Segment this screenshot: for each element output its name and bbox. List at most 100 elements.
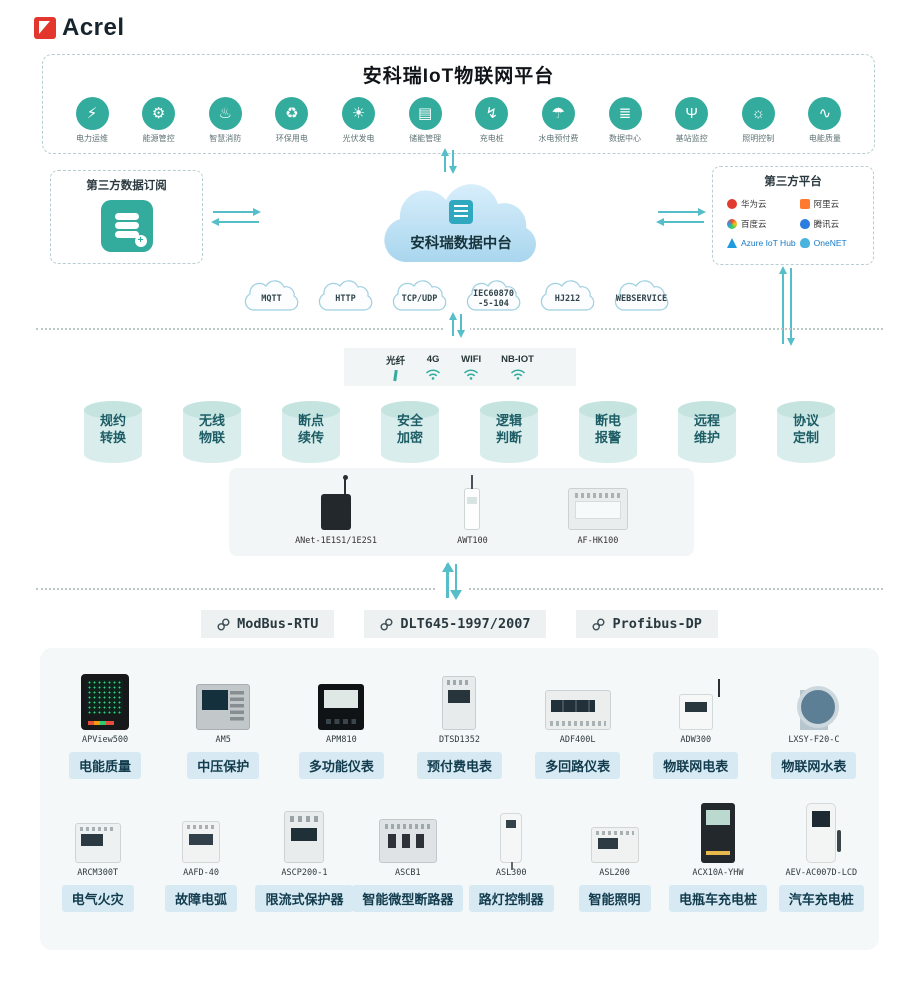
device-category-label: 中压保护 [187,752,260,779]
icon-glyph: ↯ [485,105,499,122]
devices-row-1: APView500 电能质量 AM5 中压保护 APM810 多功能仪表 DTS… [46,666,873,779]
bidirectional-arrow-icon [656,203,706,231]
feature-line1: 无线 [198,413,225,428]
feature-line2: 报警 [594,429,621,445]
arcm300t-image [74,823,121,863]
platform-app-energy-control: ⚙ 能源管控 [128,97,190,144]
device-aafd40: AAFD-40 故障电弧 [152,799,250,912]
device-ascb1: ASCB1 智能微型断路器 [352,799,464,912]
bus-protocol-label: Profibus-DP [612,616,702,632]
vendor-label: Azure IoT Hub [741,238,796,248]
dtsd1352-image [442,676,477,730]
device-am5: AM5 中压保护 [169,666,277,779]
vendor-label: 腾讯云 [813,219,840,229]
protocol-label: TCP/UDP [401,293,438,304]
cloud-outline-icon [318,280,373,311]
anet-device-image [321,475,351,530]
network-label: WIFI [461,354,482,365]
device-category-label: 电能质量 [69,752,142,779]
bus-protocols-row: ModBus-RTU DLT645-1997/2007 Profibus-DP [0,610,919,638]
device-category-label: 汽车充电桩 [778,885,864,912]
acx10a-image [700,803,735,863]
device-model: APView500 [82,735,129,745]
gateway-anet: ANet-1E1S1/1E2S1 [295,475,377,546]
data-platform-label: 安科瑞数据中台 [410,236,512,252]
vendor-ali-cloud: 阿里云 [799,198,863,210]
data-middle-platform-cloud: 安科瑞数据中台 [366,170,556,278]
gateway-devices-box: ANet-1E1S1/1E2S1 AWT100 AF-HK100 [229,468,694,556]
feature-line1: 规约 [99,413,126,428]
device-category-label: 多回路仪表 [535,752,621,779]
platform-app-charging: ↯ 充电桩 [461,97,523,144]
device-asl200: ASL200 智能照明 [566,799,664,912]
device-category-label: 预付费电表 [416,752,502,779]
protocol-clouds-row: MQTT HTTP TCP/UDP IEC60870-5-104 HJ212 W… [238,274,675,318]
feature-line2: 判断 [495,429,522,445]
wifi-icon [464,369,479,380]
feature-resume-transfer: 断点续传 [282,401,340,463]
protocol-cloud-http: HTTP [312,274,379,318]
feature-line1: 协议 [792,413,819,428]
end-devices-box: APView500 电能质量 AM5 中压保护 APM810 多功能仪表 DTS… [40,648,879,950]
wifi-icon [510,369,525,380]
network-wifi: WIFI [461,354,481,380]
platform-app-lighting: ☼ 照明控制 [727,97,789,144]
afhk100-device-image [567,488,628,530]
cloud-outline-icon [614,280,669,311]
protocol-cloud-tcpudp: TCP/UDP [386,274,453,318]
aev-charger-image [806,803,842,863]
device-category-label: 电瓶车充电桩 [668,885,767,912]
protocol-label: MQTT [261,293,282,304]
smart-fire-icon: ♨ [208,97,242,130]
feature-line2: 续传 [297,429,324,445]
am5-image [196,684,251,730]
feature-line1: 远程 [693,413,720,428]
water-meter-image [796,686,839,730]
feature-encryption: 安全加密 [381,401,439,463]
feature-line1: 断点 [297,413,324,428]
vendor-label: OneNET [813,238,847,248]
device-asl300: ASL300 路灯控制器 [462,799,560,912]
device-model: AAFD-40 [183,868,219,878]
app-label: 电力运维 [76,134,108,143]
app-label: 智慧消防 [209,134,242,143]
adf400l-image [544,690,611,730]
cloud-outline-icon [392,280,447,311]
platform-app-power-quality: ∿ 电能质量 [794,97,856,144]
wifi-icon [426,369,441,380]
device-arcm300t: ARCM300T 电气火灾 [49,799,147,912]
gateway-model: ANet-1E1S1/1E2S1 [295,536,377,546]
device-model: ASL200 [599,868,630,878]
gateway-afhk100: AF-HK100 [567,488,628,546]
feature-logic-judgement: 逻辑判断 [480,401,538,463]
vendor-label: 百度云 [741,219,767,229]
updown-arrow-icon [444,312,470,338]
device-model: ASL300 [495,868,527,878]
adw300-image [678,679,720,730]
app-label: 环保用电 [275,134,308,143]
lighting-control-icon: ☼ [741,97,775,130]
vendor-huawei-cloud: 华为云 [727,198,796,210]
device-model: DTSD1352 [439,735,480,745]
onenet-icon [799,238,810,248]
network-label: 4G [426,354,440,365]
device-model: ADF400L [559,735,596,745]
protocol-cloud-hj212: HJ212 [534,274,601,318]
protocol-label: HTTP [335,293,356,304]
vendor-tencent-cloud: 腾讯云 [799,218,863,230]
device-model: ARCM300T [77,868,119,878]
protocol-cloud-mqtt: MQTT [238,274,305,318]
updown-arrow-icon [778,266,795,346]
network-label: NB-IOT [501,354,534,365]
device-dtsd1352: DTSD1352 预付费电表 [405,666,513,779]
app-label: 光伏发电 [342,134,375,143]
device-category-label: 多功能仪表 [298,752,384,779]
charging-pile-icon: ↯ [475,97,509,130]
device-category-label: 智能照明 [578,885,651,912]
right-box-title: 第三方平台 [764,176,822,188]
icon-glyph: ☼ [751,105,766,122]
protocol-label: HJ212 [554,293,581,304]
vendor-label: 阿里云 [813,199,840,209]
protocol-label: WEBSERVICE [615,293,668,304]
